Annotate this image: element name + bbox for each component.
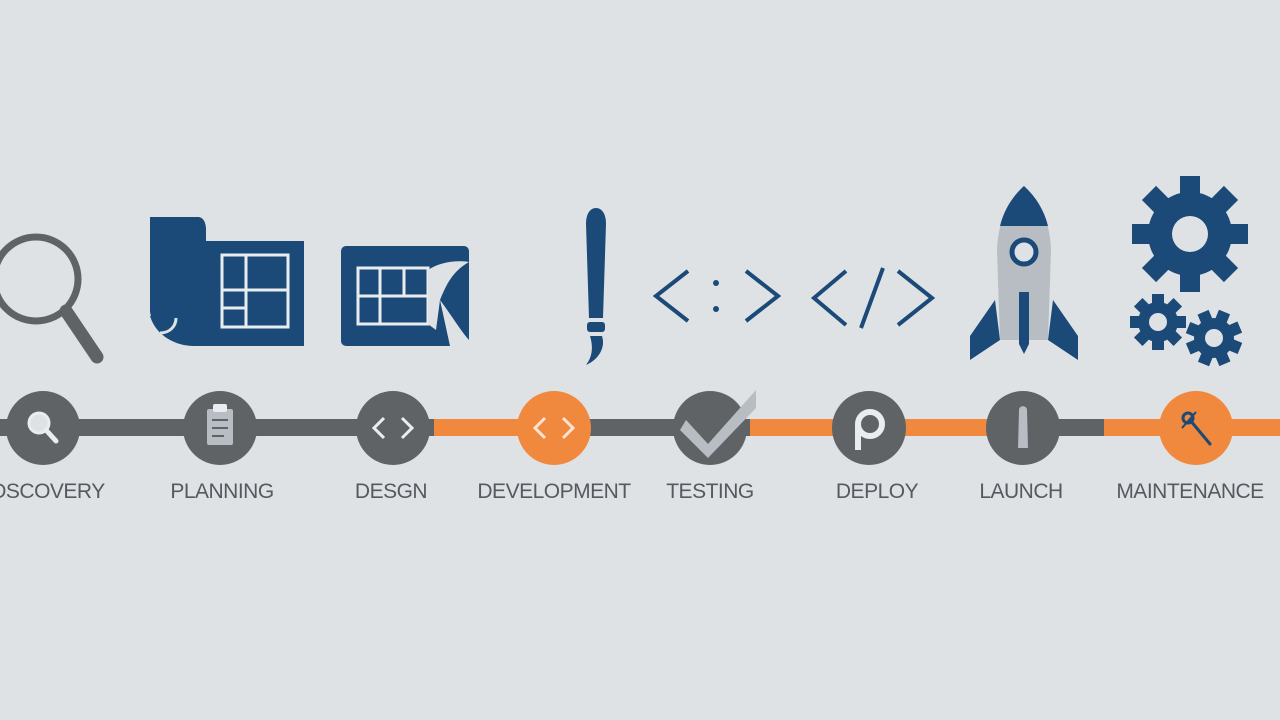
- step-circle-planning: [183, 391, 257, 465]
- step-label-testing: TESTING: [666, 480, 754, 503]
- step-circle-testing: [673, 390, 756, 465]
- code-icon: [532, 416, 576, 440]
- code-slash-icon: [810, 267, 936, 329]
- step-circle-development: [517, 391, 591, 465]
- step-label-launch: LAUNCH: [979, 480, 1063, 503]
- blueprint-plan-icon: [341, 246, 469, 346]
- code-icon: [371, 416, 415, 440]
- rocket-icon: [970, 186, 1078, 360]
- step-label-deploy: DEPLOY: [835, 480, 919, 503]
- wrench-icon: [1181, 411, 1212, 446]
- step-label-development: DEVELOPMENT: [477, 480, 631, 503]
- step-circle-discovery: [6, 391, 80, 465]
- step-circle-maintenance: [1159, 391, 1233, 465]
- p-icon: [855, 409, 885, 450]
- step-label-discovery: DSCOVERY: [0, 480, 105, 503]
- checkmark-icon: [680, 390, 756, 458]
- gears-icon: [1130, 176, 1248, 367]
- magnifier-icon: [0, 233, 104, 364]
- search-icon: [27, 411, 59, 444]
- paintbrush-icon: [586, 208, 606, 365]
- step-circle-design: [356, 391, 430, 465]
- rocket-small-icon: [1018, 406, 1028, 448]
- step-circle-launch: [986, 391, 1060, 465]
- step-label-maintenance: MAINTENANCE: [1116, 480, 1264, 503]
- step-circle-deploy: [832, 391, 906, 465]
- document-icon: [207, 404, 233, 445]
- step-label-planning: PLANNING: [170, 480, 274, 503]
- book-blueprint-icon: [150, 217, 304, 346]
- code-colon-icon: [652, 269, 782, 323]
- step-label-design: DESGN: [354, 480, 428, 503]
